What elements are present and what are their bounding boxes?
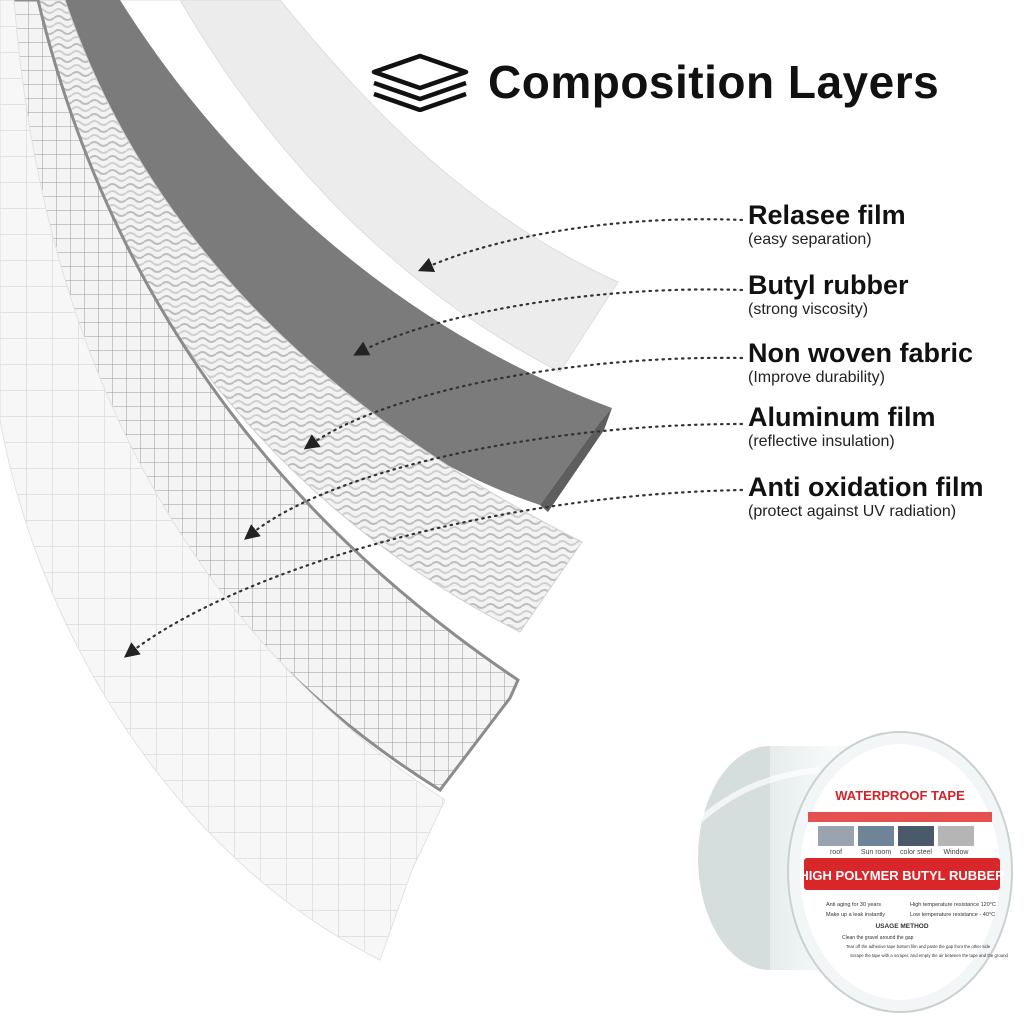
- anti-oxidation-film-layer: [0, 0, 446, 961]
- layer-name: Non woven fabric: [748, 338, 974, 368]
- release-film-layer: [120, 0, 619, 373]
- roll-scene-roof: roof: [830, 849, 842, 856]
- roll-feature-2: High temperature resistance 120°C: [910, 902, 996, 908]
- layer-name: Anti oxidation film: [748, 472, 984, 502]
- layer-note: (protect against UV radiation): [748, 503, 957, 520]
- stacked-layers-icon: [371, 53, 469, 112]
- leader-release-film: [417, 218, 744, 272]
- page-title: Composition Layers: [488, 56, 940, 108]
- roll-feature-4: Low temperature resistance - 40°C: [910, 912, 995, 918]
- roll-usage-step-2: Tear off the adhesive tape bottom film a…: [846, 944, 991, 949]
- layer-name: Relasee film: [748, 200, 906, 230]
- roll-usage-title: USAGE METHOD: [875, 923, 928, 930]
- layer-label-butyl-rubber: Butyl rubber (strong viscosity): [748, 270, 909, 319]
- roll-scene-colorsteel: color steel: [900, 849, 932, 856]
- diagram-header: Composition Layers: [370, 52, 939, 112]
- butyl-rubber-layer: [55, 0, 612, 505]
- leader-aluminum-film: [244, 422, 744, 540]
- layer-label-release-film: Relasee film (easy separation): [748, 200, 906, 249]
- layer-label-aluminum-film: Aluminum film (reflective insulation): [748, 402, 936, 451]
- leader-non-woven-fabric: [303, 356, 744, 450]
- layer-label-non-woven-fabric: Non woven fabric (Improve durability): [748, 338, 973, 387]
- roll-usage-step-1: Clean the gravel around the gap: [842, 935, 914, 941]
- layer-note: (reflective insulation): [748, 433, 895, 450]
- layer-note: (easy separation): [748, 231, 872, 248]
- roll-usage-step-3: Scrape the tape with a scraper, and empt…: [850, 953, 1009, 958]
- layer-note: (Improve durability): [748, 369, 885, 386]
- roll-band-title: WATERPROOF TAPE: [835, 788, 965, 803]
- roll-scene-window: Window: [944, 849, 970, 856]
- layer-name: Butyl rubber: [748, 270, 909, 300]
- roll-scene-sunroom: Sun room: [861, 849, 892, 856]
- roll-banner: HIGH POLYMER BUTYL RUBBER: [799, 868, 1005, 883]
- roll-feature-3: Make up a leak instantly: [826, 912, 885, 918]
- leader-anti-oxidation-film: [123, 488, 744, 658]
- leader-butyl-rubber: [353, 288, 744, 356]
- layer-name: Aluminum film: [748, 402, 936, 432]
- layer-note: (strong viscosity): [748, 301, 869, 318]
- tape-roll-image: WATERPROOF TAPE roof Sun room color stee…: [698, 731, 1013, 1013]
- layer-label-anti-oxidation-film: Anti oxidation film (protect against UV …: [748, 472, 984, 521]
- roll-feature-1: Anti aging for 30 years: [826, 902, 881, 908]
